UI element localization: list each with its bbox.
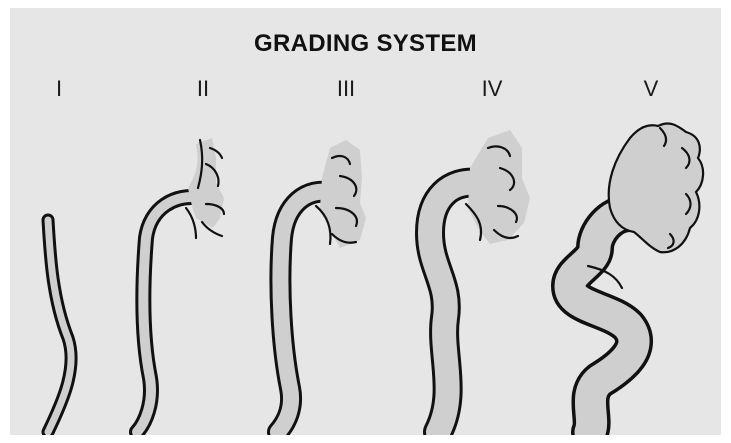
grade-4-ureter — [430, 130, 530, 432]
grade-2-ureter — [137, 138, 224, 432]
grade-4-ureter-lumen — [430, 183, 478, 432]
grade-3-ureter-lumen — [278, 192, 335, 432]
grade-5-ureter — [570, 124, 703, 432]
grade-3-ureter — [278, 140, 366, 432]
grading-illustration: .duct { fill: none; stroke-linecap: roun… — [10, 8, 721, 435]
diagram-panel: GRADING SYSTEM I II III IV V .duct { fil… — [10, 8, 721, 435]
grade-2-ureter-lumen — [137, 197, 202, 432]
grade-1-ureter — [48, 220, 71, 432]
